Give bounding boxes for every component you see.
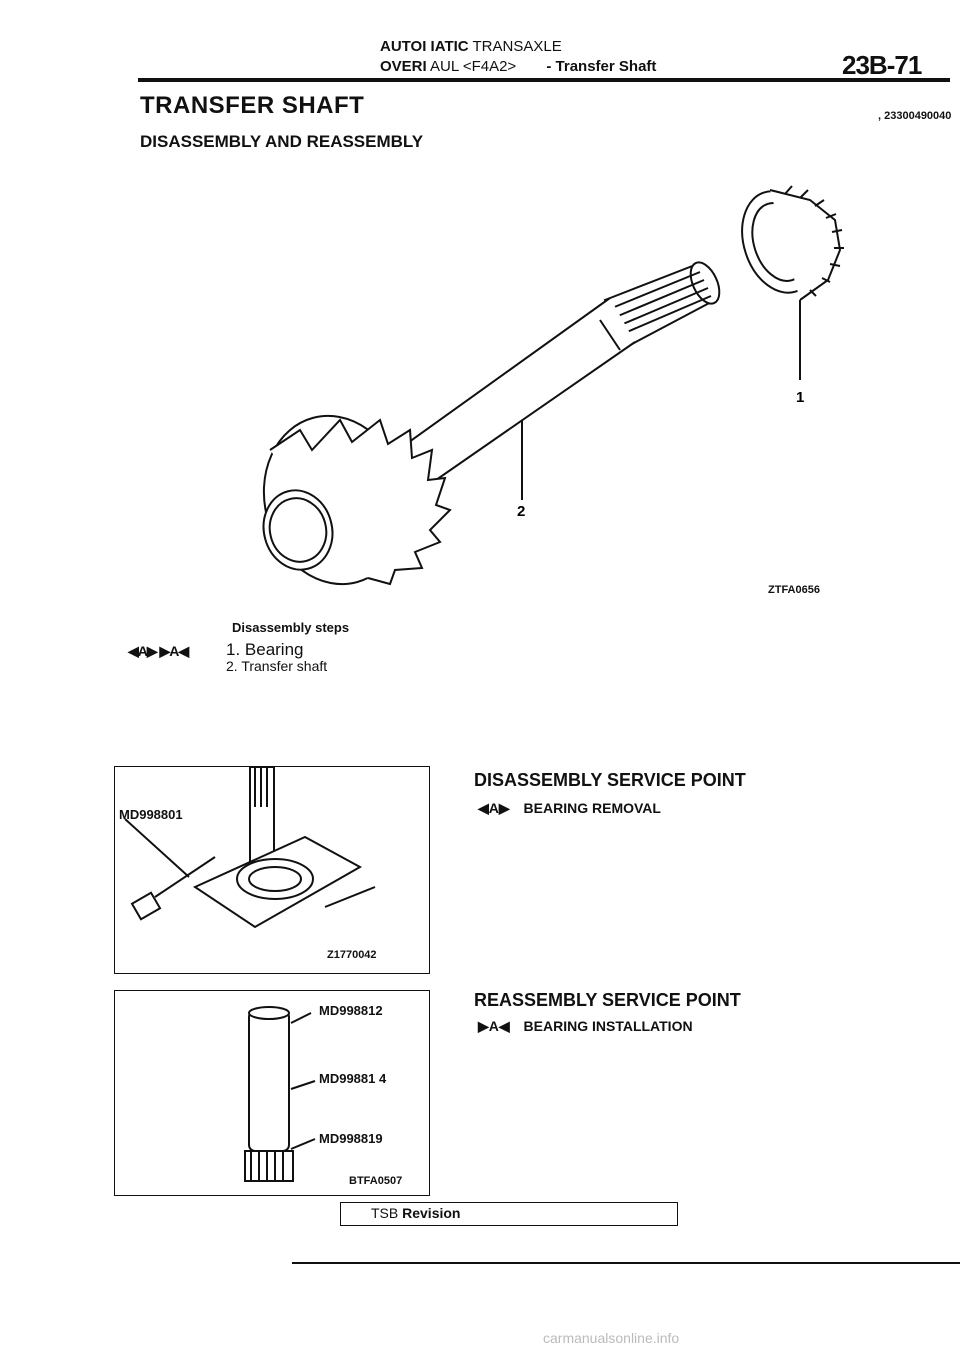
reassembly-service-point-heading: REASSEMBLY SERVICE POINT xyxy=(474,990,741,1010)
page-title: TRANSFER SHAFT xyxy=(140,92,365,119)
disassembly-service-point-heading: DISASSEMBLY SERVICE POINT xyxy=(474,770,746,790)
header-rule xyxy=(138,78,950,82)
tsb-label: Revision xyxy=(402,1205,461,1221)
installation-marker: ▶A◀ xyxy=(478,1018,510,1034)
tsb-prefix: TSB xyxy=(371,1205,399,1221)
footer-rule xyxy=(292,1262,960,1264)
installation-figure-code: BTFA0507 xyxy=(349,1175,403,1187)
bearing-installation-figure: MD998812 MD99881 4 MD998819 BTFA0507 xyxy=(114,990,430,1196)
shaft-drawing xyxy=(262,261,721,586)
watermark: carmanualsonline.info xyxy=(543,1330,680,1346)
tool-md998814: MD99881 4 xyxy=(319,1071,387,1086)
bearing-drawing xyxy=(741,185,844,380)
page-subtitle: DISASSEMBLY AND REASSEMBLY xyxy=(140,132,424,151)
header-line-1: AUTOI IATIC TRANSAXLE xyxy=(380,38,562,55)
removal-marker: ◀A▶ xyxy=(478,800,510,816)
pinion-gear-drawing xyxy=(262,414,452,586)
header-aul: AUL <F4A2> xyxy=(430,58,517,75)
removal-figure-code: Z1770042 xyxy=(327,949,377,961)
bearing-removal-label: BEARING REMOVAL xyxy=(523,800,661,816)
main-figure-code: ZTFA0656 xyxy=(768,584,820,596)
document-code: , 23300490040 xyxy=(878,110,952,122)
bearing-installation-line: ▶A◀ BEARING INSTALLATION xyxy=(478,1018,693,1035)
header-overi: OVERI xyxy=(380,58,427,75)
callout-2: 2 xyxy=(517,503,525,520)
tsb-revision-box: TSB Revision xyxy=(340,1202,678,1226)
bearing-installation-label: BEARING INSTALLATION xyxy=(523,1018,693,1034)
disassembly-steps-heading: Disassembly steps xyxy=(232,620,350,635)
bearing-removal-figure: MD998801 Z1770042 xyxy=(114,766,430,974)
transfer-shaft-illustration: 1 2 xyxy=(262,185,844,586)
installer-drawing xyxy=(248,1010,290,1152)
header-section: - Transfer Shaft xyxy=(546,58,657,75)
callout-1: 1 xyxy=(796,389,804,406)
header-line-2: OVERI AUL <F4A2> - Transfer Shaft xyxy=(380,58,656,75)
header-autoi: AUTOI IATIC xyxy=(380,38,469,55)
tool-md998812: MD998812 xyxy=(319,1003,383,1018)
step-1: 1. Bearing xyxy=(226,640,304,659)
pinion-drawing xyxy=(244,1150,294,1182)
tool-md998819: MD998819 xyxy=(319,1131,383,1146)
page-number: 23B-71 xyxy=(842,50,922,80)
step-2: 2. Transfer shaft xyxy=(226,658,328,674)
header-transaxle: TRANSAXLE xyxy=(472,38,562,55)
tool-md998801: MD998801 xyxy=(119,807,183,822)
bearing-removal-line: ◀A▶ BEARING REMOVAL xyxy=(478,800,661,817)
step-1-markers: ◀A▶ ▶A◀ xyxy=(128,643,189,659)
